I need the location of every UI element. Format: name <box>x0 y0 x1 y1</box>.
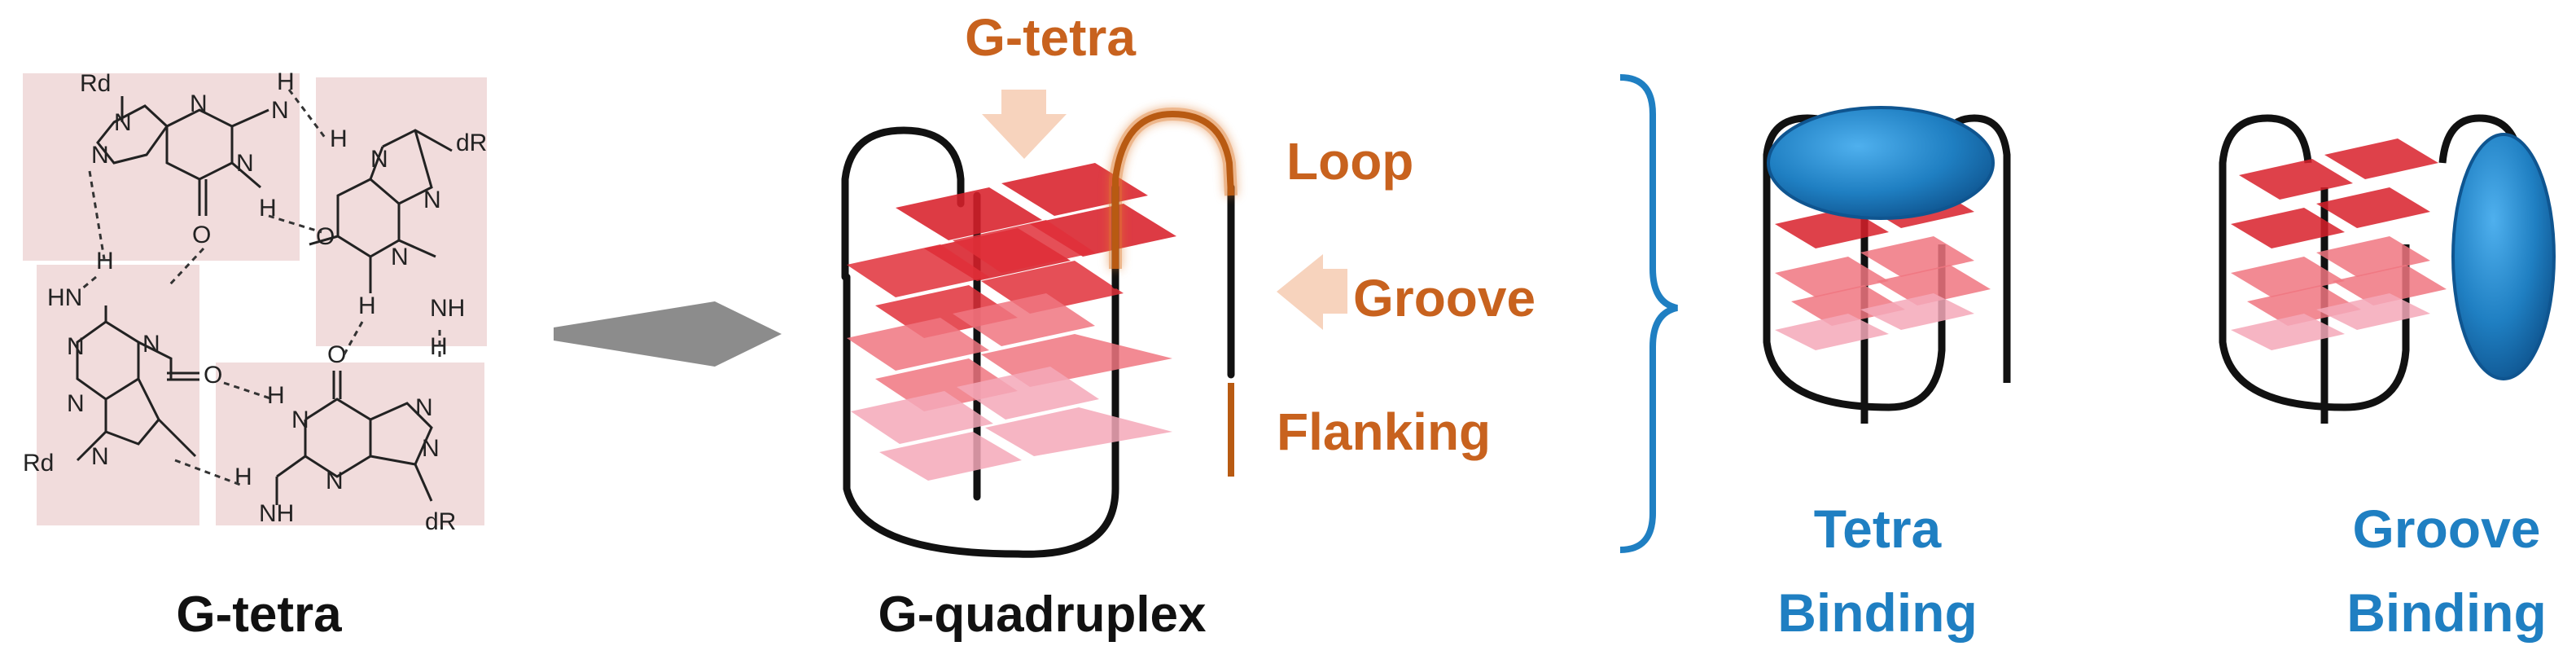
atom-n-1e: N <box>271 97 289 124</box>
down-arrow-icon <box>982 90 1067 159</box>
guanine-4 <box>275 371 433 505</box>
atom-n-3a: N <box>142 331 160 358</box>
guanine-box-bottom-left <box>37 265 199 525</box>
g-tetra-structure: Rd N N N N H N H O H N dR N O N H NH <box>23 68 487 535</box>
atom-n-3d: N <box>91 443 109 470</box>
label-g-tetra-top: G-tetra <box>965 8 1136 67</box>
ligand-tetra-stacking <box>1767 106 1995 220</box>
guanine-box-top-left <box>23 73 300 261</box>
guanine-box-top-right <box>316 77 487 346</box>
tetra-binding-caption-line1: Tetra <box>1814 499 1943 559</box>
groove-binding-structure <box>2219 114 2556 424</box>
label-flanking: Flanking <box>1277 402 1491 461</box>
label-groove: Groove <box>1353 269 1536 327</box>
atom-h-4a: H <box>267 382 285 409</box>
atom-dr-2: dR <box>456 130 487 156</box>
guanine-2 <box>309 129 453 293</box>
atom-o-2: O <box>316 223 335 250</box>
atom-o-4: O <box>327 341 346 368</box>
atom-rd-1: Rd <box>80 70 111 97</box>
atom-n-1b: N <box>190 90 208 117</box>
atom-n-4a: N <box>291 407 309 433</box>
atom-h-2b: H <box>358 292 376 319</box>
curly-brace-icon <box>1619 74 1679 553</box>
atom-n-3c: N <box>67 390 85 417</box>
guanine-3 <box>76 305 199 462</box>
atom-o-3: O <box>204 362 222 389</box>
atom-h-1b: H <box>259 195 277 222</box>
atom-nh-2: NH <box>430 295 465 322</box>
atom-n-1d: N <box>236 150 254 177</box>
atom-n-3b: N <box>67 333 85 360</box>
g-quadruplex-structure <box>841 90 1347 558</box>
tetrad-layer-4 <box>851 367 1172 481</box>
right-arrow-icon <box>554 301 782 367</box>
atom-h-2a: H <box>330 125 348 152</box>
hydrogen-bonds <box>81 89 441 486</box>
tetra-binding-caption-line2: Binding <box>1777 582 1978 643</box>
atom-n-1c: N <box>91 142 109 169</box>
atom-hn-3: HN <box>47 284 82 311</box>
guanine-box-bottom-right <box>216 363 484 525</box>
atom-h-4b: H <box>430 333 448 360</box>
atom-o-1: O <box>192 222 211 248</box>
atom-n-2a: N <box>370 146 388 173</box>
g-tetra-caption: G-tetra <box>176 587 342 643</box>
atom-rd-3: Rd <box>23 450 54 477</box>
guanine-1 <box>96 96 269 216</box>
atom-h-4c: H <box>234 464 252 490</box>
atom-nh-4: NH <box>259 500 294 527</box>
left-arrow-icon <box>1277 254 1347 330</box>
atom-n-1a: N <box>114 109 132 136</box>
label-loop: Loop <box>1286 132 1413 191</box>
groove-binding-caption-line1: Groove <box>2352 499 2540 559</box>
g-quadruplex-caption: G-quadruplex <box>878 587 1207 643</box>
tetra-binding-structure <box>1763 106 2011 424</box>
groove-binding-caption-line2: Binding <box>2346 582 2547 643</box>
atom-h-3a: H <box>96 248 114 275</box>
atom-n-2b: N <box>423 187 441 213</box>
atom-n-4b: N <box>415 394 433 421</box>
atom-n-4d: N <box>422 435 440 462</box>
atom-dr-4: dR <box>425 508 456 535</box>
ligand-groove-binding <box>2451 133 2556 380</box>
loop-strand <box>1112 110 1234 269</box>
atom-n-4c: N <box>326 468 344 494</box>
atom-h-1a: H <box>277 68 295 95</box>
atom-n-2c: N <box>391 244 409 270</box>
